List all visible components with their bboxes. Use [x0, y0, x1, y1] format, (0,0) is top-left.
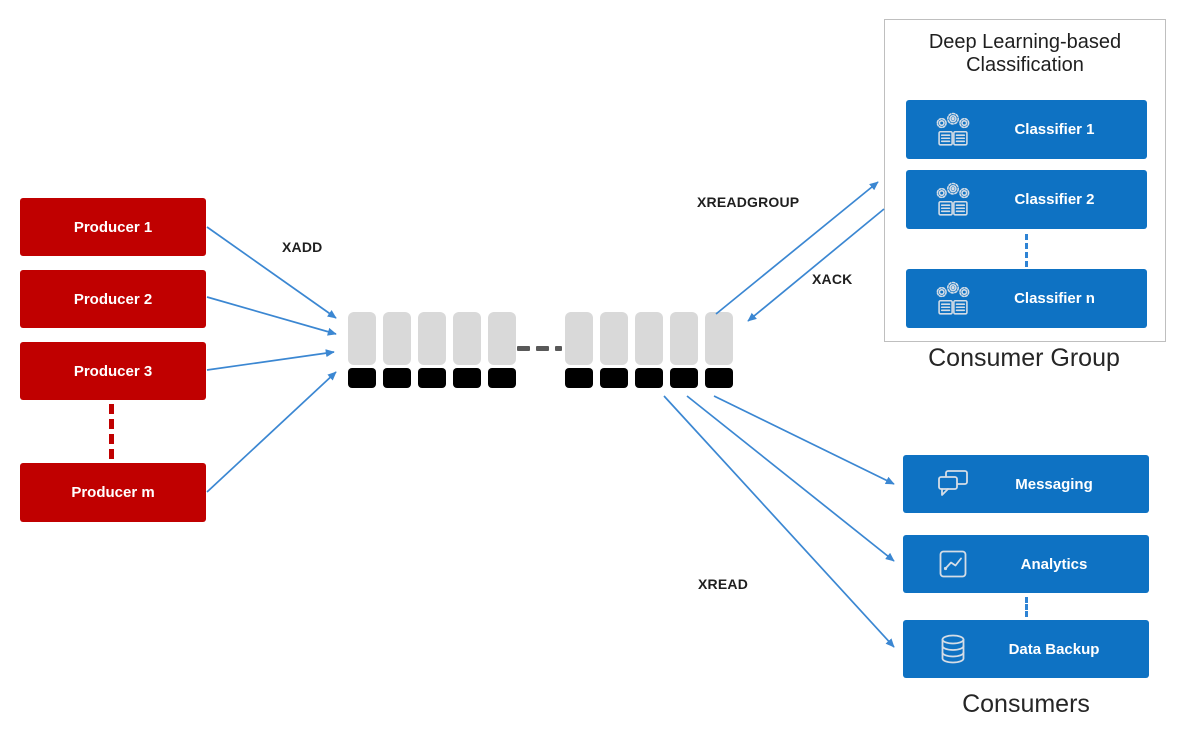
stream-entry-id [348, 368, 376, 388]
stream-cell [453, 312, 481, 388]
stream-entry [453, 312, 481, 365]
stream-entry-id [705, 368, 733, 388]
machine-learning-icon [930, 180, 976, 220]
stream-segment-left [348, 312, 516, 388]
stream-cell [565, 312, 593, 388]
stream-entry-id [565, 368, 593, 388]
messaging-box: Messaging [903, 455, 1149, 513]
consumer-group-caption: Consumer Group [928, 344, 1120, 372]
xack-label: XACK [812, 271, 853, 287]
classifier-1-box: Classifier 1 [906, 100, 1147, 159]
classifier-2-label: Classifier 2 [1014, 191, 1095, 208]
producer-3-box: Producer 3 [20, 342, 206, 400]
analytics-box: Analytics [903, 535, 1149, 593]
consumer-group-title: Deep Learning-based Classification [928, 31, 1122, 77]
producer-m-box: Producer m [20, 463, 206, 522]
stream-entry [565, 312, 593, 365]
stream-cell [635, 312, 663, 388]
consumers-caption: Consumers [962, 690, 1090, 718]
consumer-group-box: Deep Learning-based Classification Class… [884, 19, 1166, 342]
xadd-arrow-producer-2 [206, 296, 337, 336]
classifier-n-box: Classifier n [906, 269, 1147, 328]
chat-icon [931, 469, 975, 499]
xread-arrow-messaging [713, 395, 895, 485]
stream-entry-id [418, 368, 446, 388]
line-chart-icon [931, 549, 975, 579]
stream-entry-id [453, 368, 481, 388]
classifier-1-label: Classifier 1 [1014, 121, 1095, 138]
xread-label: XREAD [698, 576, 749, 592]
stream-entry [488, 312, 516, 365]
producer-2-label: Producer 2 [73, 290, 153, 308]
stream-entry [635, 312, 663, 365]
producer-2-box: Producer 2 [20, 270, 206, 328]
machine-learning-icon [930, 279, 976, 319]
producer-1-label: Producer 1 [73, 218, 153, 236]
producer-m-label: Producer m [71, 484, 155, 501]
classifiers-ellipsis-connector [1025, 234, 1028, 267]
consumers-section: Messaging Analytics [903, 455, 1149, 736]
database-icon [931, 633, 975, 665]
xadd-arrow-producer-m [206, 371, 337, 493]
xread-arrow-data-backup [663, 395, 895, 648]
data-backup-label: Data Backup [1008, 640, 1100, 658]
producer-1-box: Producer 1 [20, 198, 206, 256]
stream-entry [348, 312, 376, 365]
stream-entry [670, 312, 698, 365]
stream-segment-right [565, 312, 733, 388]
stream-cell [348, 312, 376, 388]
classifier-n-label: Classifier n [1014, 290, 1095, 307]
stream-cell [600, 312, 628, 388]
producers-ellipsis-connector [109, 404, 114, 459]
stream-entry [418, 312, 446, 365]
xack-arrow [747, 208, 885, 322]
consumers-ellipsis-connector [1025, 597, 1028, 617]
data-backup-box: Data Backup [903, 620, 1149, 678]
stream-cell [670, 312, 698, 388]
messaging-label: Messaging [1015, 475, 1093, 493]
stream-entry-id [670, 368, 698, 388]
stream-cell [418, 312, 446, 388]
stream-entry-id [383, 368, 411, 388]
stream-entry [383, 312, 411, 365]
stream-cell [383, 312, 411, 388]
stream-entry [705, 312, 733, 365]
stream-cell [705, 312, 733, 388]
analytics-label: Analytics [1020, 555, 1088, 573]
stream-ellipsis [517, 346, 562, 351]
stream-entry [600, 312, 628, 365]
xadd-label: XADD [282, 239, 323, 255]
stream-entry-id [635, 368, 663, 388]
stream-entry-id [600, 368, 628, 388]
stream-cell [488, 312, 516, 388]
xreadgroup-label: XREADGROUP [697, 194, 800, 210]
producer-3-label: Producer 3 [73, 362, 153, 380]
classifier-2-box: Classifier 2 [906, 170, 1147, 229]
xadd-arrow-producer-3 [206, 349, 335, 371]
stream-entry-id [488, 368, 516, 388]
xread-arrow-analytics [686, 395, 895, 562]
machine-learning-icon [930, 110, 976, 150]
